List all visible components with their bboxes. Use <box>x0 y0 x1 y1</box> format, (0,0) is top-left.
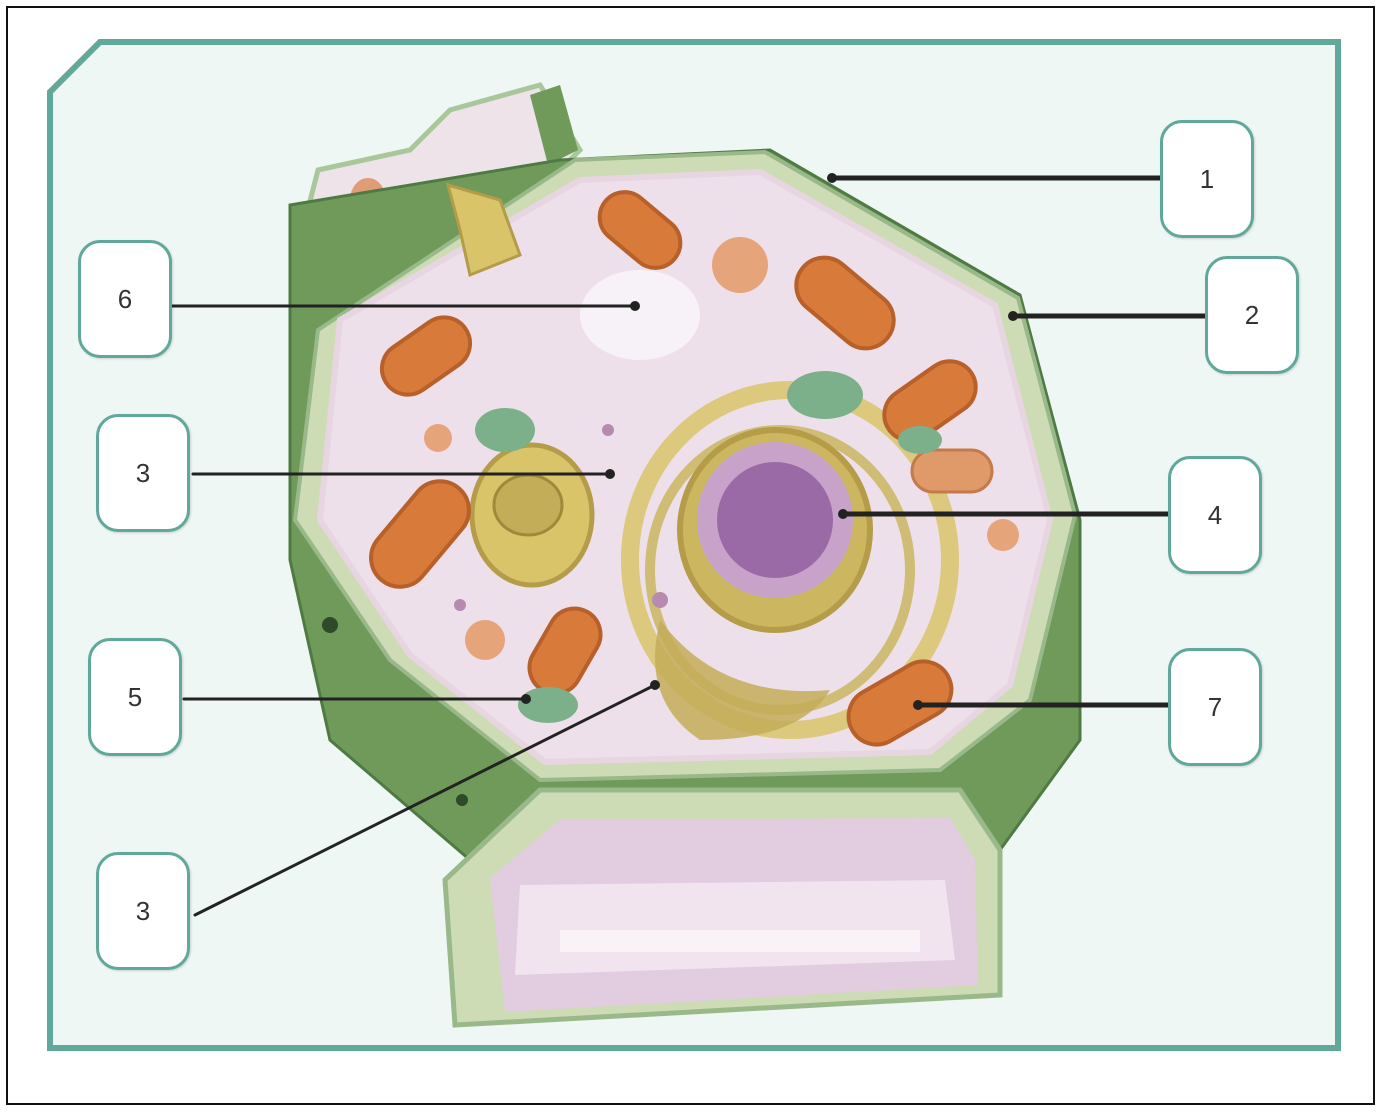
label-number: 4 <box>1208 500 1222 531</box>
label-box-7: 7 <box>1168 648 1262 766</box>
pointer-head <box>1008 311 1018 321</box>
vacuole-highlight <box>515 880 955 975</box>
mitochondrion <box>912 450 992 492</box>
pointer-head <box>630 301 640 311</box>
nucleolus <box>717 462 833 578</box>
label-box-2: 2 <box>1205 256 1299 374</box>
label-box-3: 3 <box>96 414 190 532</box>
pointer-head <box>605 469 615 479</box>
label-number: 3 <box>136 896 150 927</box>
chloroplast <box>787 371 863 419</box>
label-number: 2 <box>1245 300 1259 331</box>
golgi-inner <box>494 475 562 535</box>
vesicle <box>712 237 768 293</box>
pointer-head <box>838 509 848 519</box>
wall-dot <box>456 794 468 806</box>
label-number: 3 <box>136 458 150 489</box>
wall-dot <box>322 617 338 633</box>
pointer-head <box>521 694 531 704</box>
label-box-1: 1 <box>1160 120 1254 238</box>
vesicle <box>652 592 668 608</box>
pointer-head <box>827 173 837 183</box>
vesicle <box>602 424 614 436</box>
small-vacuole <box>580 270 700 360</box>
chloroplast <box>475 408 535 452</box>
chloroplast <box>518 687 578 723</box>
pointer-head <box>913 700 923 710</box>
label-number: 7 <box>1208 692 1222 723</box>
label-box-4: 4 <box>1168 456 1262 574</box>
pointer-head <box>650 680 660 690</box>
chloroplast <box>898 426 942 454</box>
label-number: 6 <box>118 284 132 315</box>
label-box-6: 6 <box>78 240 172 358</box>
label-box-3-second: 3 <box>96 852 190 970</box>
vesicle <box>465 620 505 660</box>
label-box-5: 5 <box>88 638 182 756</box>
vacuole-band <box>560 930 920 952</box>
label-number: 1 <box>1200 164 1214 195</box>
vesicle <box>424 424 452 452</box>
label-number: 5 <box>128 682 142 713</box>
vesicle <box>987 519 1019 551</box>
vesicle <box>454 599 466 611</box>
